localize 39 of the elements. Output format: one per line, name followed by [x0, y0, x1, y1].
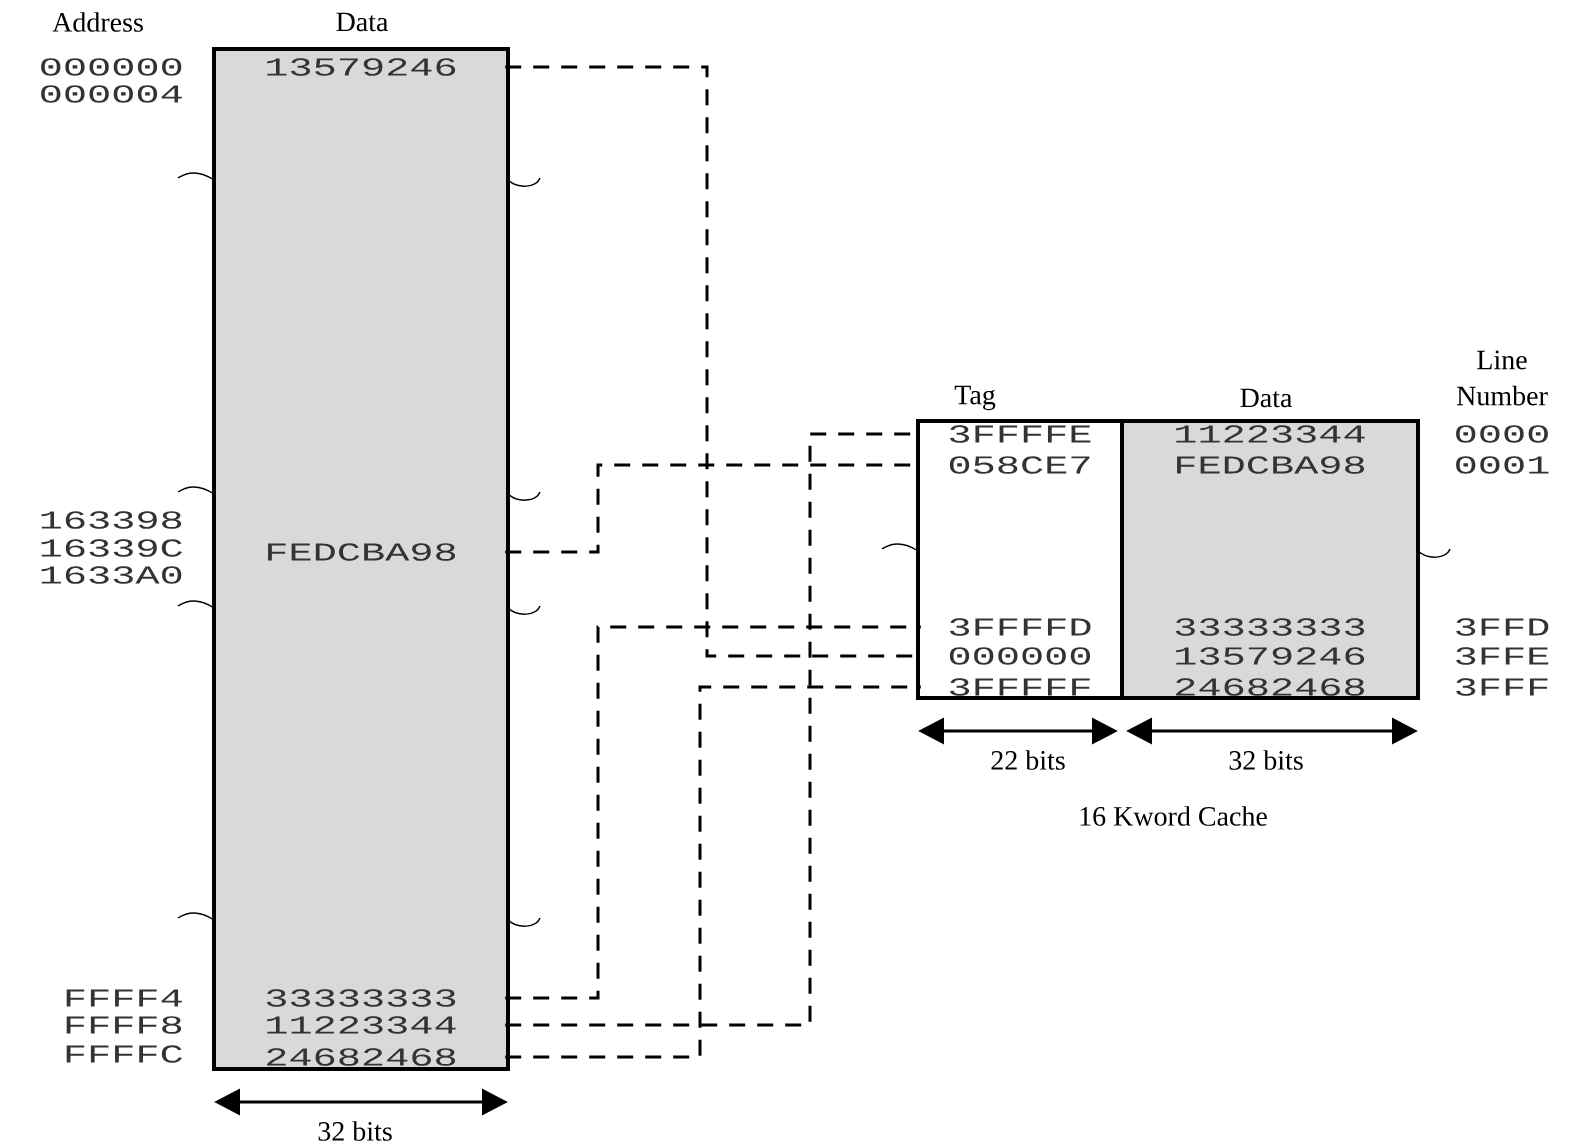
dimension-label: 22 bits — [991, 750, 1065, 770]
address-label: 1633A0 — [41, 566, 182, 584]
column-heading: Address — [52, 12, 143, 32]
line-number: 3FFF — [1456, 678, 1548, 696]
connector-line — [505, 685, 921, 1059]
cell-value: 11223344 — [267, 1016, 456, 1034]
line-number: 3FFD — [1456, 618, 1549, 636]
cell-value: 3FFFFD — [950, 618, 1091, 636]
address-label: FFFFC — [66, 1045, 183, 1063]
address-label: FFFF4 — [66, 989, 182, 1007]
cell-value: 13579246 — [267, 58, 456, 76]
caption: 16 Kword Cache — [1080, 806, 1267, 826]
line-number: 0001 — [1456, 456, 1549, 474]
cell-value: 11223344 — [1176, 425, 1365, 443]
cell-value: FEDCBA98 — [268, 543, 456, 561]
cell-value: 3FFFFF — [950, 678, 1090, 696]
address-label: 000000 — [41, 58, 182, 76]
dimension-label: 32 bits — [1229, 750, 1303, 770]
address-label: FFFF8 — [66, 1016, 182, 1034]
line-number: 3FFE — [1456, 647, 1549, 665]
connector-line — [505, 625, 921, 1000]
cell-value: 3FFFFE — [950, 425, 1091, 443]
cell-value: 13579246 — [1176, 647, 1365, 665]
cell-value: 33333333 — [1175, 618, 1365, 636]
cell-value: 33333333 — [266, 989, 456, 1007]
cell-value: 000000 — [949, 647, 1091, 665]
node-label: Data — [1240, 388, 1293, 408]
cell-value: 24682468 — [267, 1048, 456, 1066]
cell-value: FEDCBA98 — [1177, 456, 1365, 474]
address-label: 16339C — [41, 539, 183, 557]
cell-value: 24682468 — [1176, 678, 1365, 696]
node-label: Tag — [954, 385, 996, 411]
address-label: 000004 — [41, 85, 182, 103]
node-label: Data — [336, 12, 389, 32]
line-number: 0000 — [1456, 425, 1548, 443]
column-heading: Line Number — [1456, 350, 1548, 406]
address-label: 163398 — [41, 511, 182, 529]
cell-value: 058CE7 — [949, 456, 1090, 474]
dimension-label: 32 bits — [318, 1121, 392, 1141]
